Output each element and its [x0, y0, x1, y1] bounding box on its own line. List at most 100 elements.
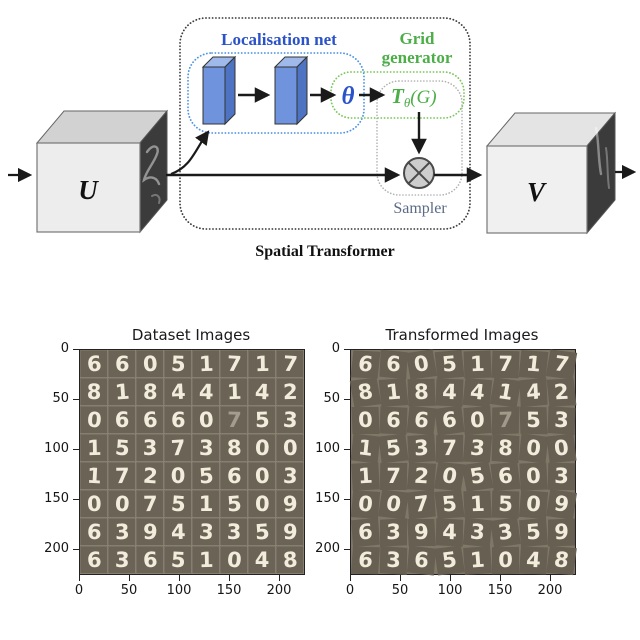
spatial-transformer-box: [179, 17, 471, 230]
y-tick-mark: [344, 499, 350, 500]
transformed-patch: 6: [350, 517, 380, 547]
digit-cell: 6: [136, 406, 164, 434]
mnist-digit: 3: [413, 435, 429, 460]
mnist-digit: 2: [552, 379, 570, 404]
transformed-patch: 4: [435, 378, 463, 406]
mnist-digit: 5: [525, 407, 541, 432]
mnist-digit: 7: [142, 491, 158, 516]
mnist-digit: 6: [385, 350, 401, 377]
mnist-digit: 6: [356, 547, 374, 572]
localisation-net-label: Localisation net: [221, 30, 337, 49]
mnist-digit: 7: [281, 351, 299, 376]
y-tick-mark: [344, 349, 350, 350]
mnist-digit: 5: [467, 462, 487, 489]
digit-cell: 9: [136, 518, 164, 546]
mnist-digit: 6: [385, 407, 401, 432]
transformed-patch: 5: [434, 349, 464, 379]
transformed-patch: 4: [518, 546, 548, 574]
transformed-patch: 9: [547, 518, 575, 546]
transformed-patch: 9: [406, 518, 436, 546]
digit-cell: 1: [378, 377, 408, 407]
transformed-patch: 6: [489, 461, 521, 491]
mnist-digit: 5: [253, 519, 271, 544]
digit-cell: 0: [248, 434, 276, 462]
transformed-patch: 0: [518, 432, 548, 464]
transformed-patch: 9: [545, 488, 577, 520]
digit-cell: 5: [248, 518, 276, 546]
digit-cell: 6: [80, 518, 108, 546]
mnist-digit: 4: [441, 519, 457, 544]
u-side-digit-trace: [142, 145, 161, 186]
transformed-patch: 1: [462, 545, 492, 575]
digit-cell: 5: [164, 490, 192, 518]
digit-cell: 0: [518, 462, 548, 490]
mnist-digit: 4: [254, 379, 270, 404]
digit-cell: 0: [518, 489, 548, 519]
mnist-digit: 6: [141, 407, 159, 432]
grid-generator-label-line1: Grid: [400, 29, 435, 48]
transformed-patch: 7: [491, 406, 519, 434]
digit-cell: 6: [108, 350, 136, 378]
transformed-patch: 7: [545, 349, 577, 379]
mnist-digit: 6: [412, 406, 430, 433]
grid-generator-box: [330, 71, 465, 119]
digit-cell: 3: [379, 545, 407, 575]
mnist-digit: 0: [85, 407, 103, 432]
digit-cell: 8: [220, 434, 248, 462]
mnist-digit: 7: [551, 350, 571, 377]
digit-cell: 8: [407, 378, 435, 406]
x-tick-mark: [350, 575, 351, 581]
mnist-digit: 5: [169, 491, 187, 516]
digit-cell: 7: [491, 406, 519, 434]
mnist-digit: 5: [440, 350, 458, 377]
x-tick-label: 150: [216, 583, 242, 598]
mnist-digit: 3: [197, 519, 215, 544]
digit-cell: 1: [192, 490, 220, 518]
transformed-patch: 0: [351, 406, 379, 434]
digit-cell: 4: [164, 518, 192, 546]
digit-cell: 5: [519, 406, 547, 434]
mnist-digit: 4: [441, 379, 457, 404]
digit-cell: 5: [192, 462, 220, 490]
transformed-patch: 3: [547, 405, 575, 435]
digit-cell: 7: [406, 488, 436, 520]
conv-layer-2: [273, 55, 309, 126]
mnist-digit: 6: [440, 406, 458, 433]
digit-cell: 0: [545, 433, 577, 463]
mnist-digit: 3: [468, 518, 486, 545]
mnist-digit: 4: [525, 378, 541, 405]
digit-cell: 1: [489, 376, 521, 408]
y-tick-mark: [73, 399, 79, 400]
digit-cell: 7: [220, 350, 248, 378]
digit-cell: 6: [136, 546, 164, 574]
x-tick-mark: [179, 575, 180, 581]
transformed-patch: 8: [491, 433, 519, 463]
digit-cell: 4: [248, 378, 276, 406]
digit-cell: 2: [406, 461, 436, 491]
digit-cell: 4: [462, 377, 492, 407]
digit-cell: 9: [547, 518, 575, 546]
mnist-digit: 2: [141, 463, 159, 488]
digit-cell: 1: [462, 545, 492, 575]
transformed-patch: 1: [378, 377, 408, 407]
mnist-digit: 1: [469, 351, 485, 376]
digit-cell: 5: [461, 460, 493, 492]
digit-cell: 9: [406, 518, 436, 546]
mnist-digit: 6: [496, 462, 514, 489]
transformed-patch: 3: [379, 545, 407, 575]
digit-cell: 6: [80, 546, 108, 574]
mnist-digit: 4: [170, 519, 186, 544]
mnist-digit: 3: [553, 463, 569, 488]
digit-cell: 6: [220, 462, 248, 490]
mnist-digit: 1: [198, 351, 214, 376]
mnist-digit: 4: [254, 547, 270, 572]
localisation-net-box: [187, 52, 365, 134]
transformed-patch: 4: [518, 377, 548, 407]
digit-cell: 5: [108, 434, 136, 462]
digit-cell: 7: [220, 406, 248, 434]
transformed-patch: 1: [463, 350, 491, 378]
digit-cell: 8: [136, 378, 164, 406]
plot-title-transformed: Transformed Images: [385, 326, 539, 344]
diagram-title: Spatial Transformer: [255, 243, 394, 260]
